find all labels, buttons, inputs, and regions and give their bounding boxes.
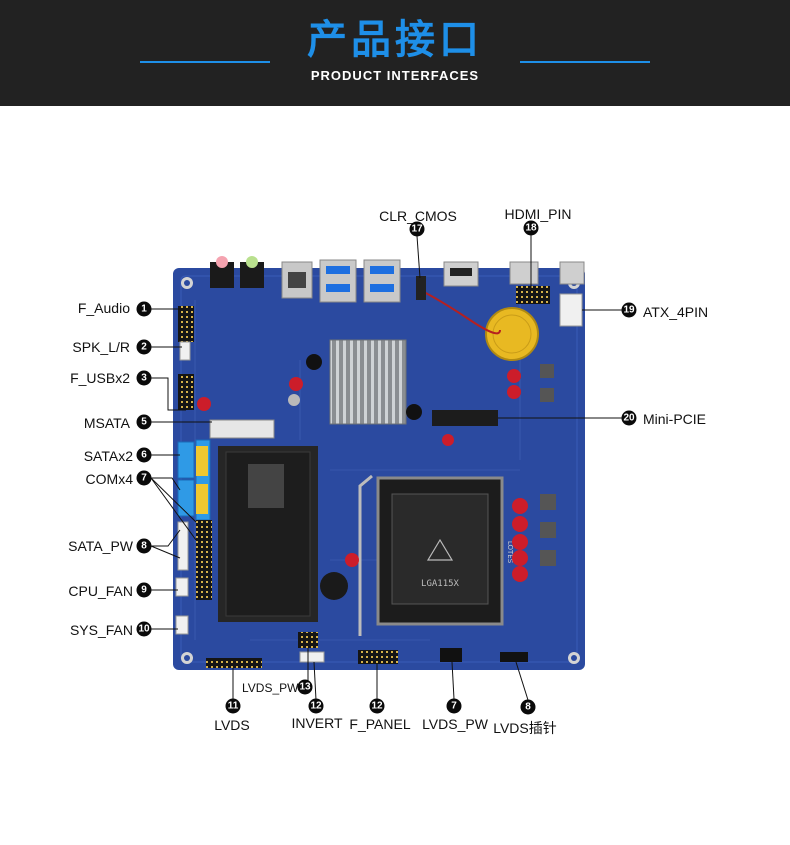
f-panel-header (358, 650, 398, 664)
sys-fan-header (175, 615, 189, 635)
label-msata: MSATA (83, 415, 130, 431)
chipset-heatsink (329, 339, 407, 425)
label-sys-fan: SYS_FAN (69, 622, 133, 638)
heatsink-clip-2 (406, 404, 422, 420)
spk-header (179, 341, 191, 361)
badge-7-lvds-pw: 7 (446, 698, 462, 714)
hdmi-pin-header (516, 286, 550, 304)
label-sata-pw: SATA_PW (68, 538, 133, 554)
msata-slot (209, 419, 275, 439)
lvds-pw-jumper (298, 632, 318, 648)
lvds-pw-header (440, 648, 462, 662)
badge-20: 20 (621, 410, 637, 426)
badge-6: 6 (136, 447, 152, 463)
lvds-header (206, 658, 262, 668)
label-hdmi-pin: HDMI_PIN (504, 206, 572, 222)
header-banner: 产品接口 PRODUCT INTERFACES (0, 0, 790, 106)
lvds-pin-header (500, 652, 528, 662)
label-lvds-pin: LVDS插针 (493, 720, 557, 736)
socket-model: LGA115X (421, 579, 460, 589)
cpu-fan-header (175, 577, 189, 597)
badge-9: 9 (136, 582, 152, 598)
badge-12-invert: 12 (308, 698, 324, 714)
sata-port-1 (177, 441, 195, 479)
mini-pcie-slot (432, 410, 498, 426)
label-spk: SPK_L/R (72, 339, 130, 355)
cmos-battery (485, 307, 539, 361)
clr-cmos-jumper (416, 276, 426, 300)
label-lvds-pw: LVDS_PW (422, 716, 488, 732)
sata-pw-header (177, 521, 189, 571)
label-f-audio: F_Audio (77, 300, 130, 316)
label-clr-cmos: CLR_CMOS (379, 208, 457, 224)
badge-17: 17 (409, 221, 425, 237)
badge-11: 11 (225, 698, 241, 714)
badge-7-com: 7 (136, 470, 152, 486)
rear-io (210, 256, 585, 303)
heatsink-clip-1 (306, 354, 322, 370)
label-sata: SATAx2 (83, 448, 133, 464)
inductors (540, 364, 556, 566)
badge-8-sata-pw: 8 (136, 538, 152, 554)
title-divider-right (520, 61, 650, 63)
label-com: COMx4 (85, 471, 133, 487)
page-title: 产品接口 (307, 17, 483, 63)
label-lvds: LVDS (214, 717, 250, 733)
socket-brand: LOTES (506, 541, 514, 564)
chip-io (248, 464, 284, 508)
label-cpu-fan: CPU_FAN (68, 583, 133, 599)
sata-label-2 (196, 484, 208, 514)
label-invert: INVERT (291, 715, 343, 731)
f-audio-header (178, 306, 194, 342)
badge-3: 3 (136, 370, 152, 386)
capacitors (197, 369, 528, 582)
badge-1: 1 (136, 301, 152, 317)
label-f-panel: F_PANEL (349, 716, 411, 732)
socket-lever (358, 474, 373, 636)
sata-port-2 (177, 479, 195, 517)
f-usb-header (178, 374, 194, 410)
badge-18: 18 (523, 220, 539, 236)
label-atx-4pin: ATX_4PIN (643, 304, 709, 320)
badge-8-lvds-pin: 8 (520, 699, 536, 715)
badge-13: 13 (297, 679, 313, 695)
badge-5: 5 (136, 414, 152, 430)
sata-label-1 (196, 446, 208, 476)
label-f-usb: F_USBx2 (70, 370, 130, 386)
battery-wire (419, 289, 501, 335)
badge-2: 2 (136, 339, 152, 355)
warning-triangle (426, 538, 454, 561)
invert-header (299, 651, 325, 663)
badge-12-f-panel: 12 (369, 698, 385, 714)
page-subtitle: PRODUCT INTERFACES (310, 68, 480, 83)
badge-19: 19 (621, 302, 637, 318)
buzzer (320, 572, 348, 600)
badge-10: 10 (136, 621, 152, 637)
label-mini-pcie: Mini-PCIE (643, 411, 707, 427)
title-divider-left (140, 61, 270, 63)
atx-4pin-connector (559, 293, 583, 327)
com-headers (196, 520, 212, 600)
label-lvds-pw-small: LVDS_PW (242, 681, 299, 695)
leader-lines (150, 235, 622, 704)
